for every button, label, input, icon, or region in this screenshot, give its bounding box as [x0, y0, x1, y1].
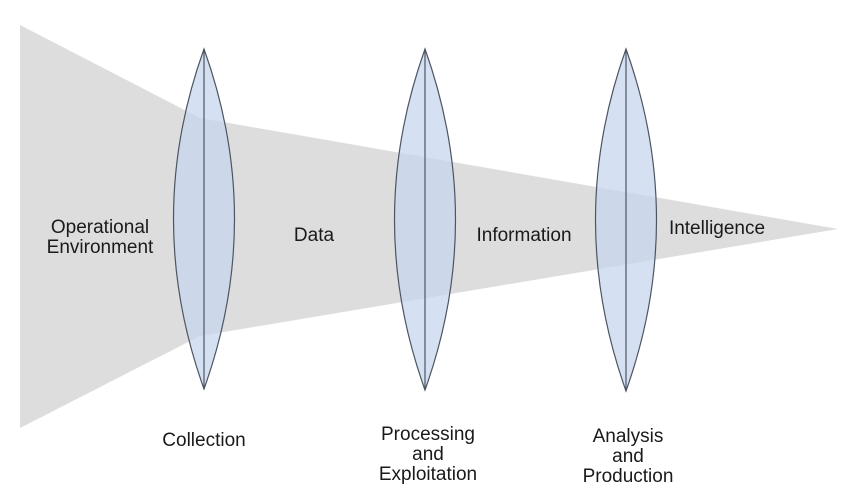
- zone-label-intelligence: Intelligence: [668, 218, 766, 239]
- stage-label-processing-exploitation-line-1: Processing: [381, 424, 475, 445]
- zone-label-operational-environment: Operational Environment: [20, 218, 180, 258]
- zone-label-operational-environment-line-2: Environment: [46, 237, 154, 258]
- stage-label-analysis-production-line-2: and: [612, 446, 644, 467]
- zone-label-information: Information: [476, 225, 572, 246]
- lens-processing-exploitation: [393, 47, 457, 392]
- stage-label-analysis-production: Analysis and Production: [548, 427, 708, 487]
- stage-label-processing-exploitation: Processing and Exploitation: [348, 425, 508, 485]
- lens-analysis-production: [594, 47, 658, 393]
- stage-label-analysis-production-line-3: Production: [582, 466, 674, 487]
- stage-label-analysis-production-line-1: Analysis: [592, 426, 664, 447]
- lens-collection: [172, 47, 236, 391]
- zone-label-operational-environment-line-1: Operational: [50, 217, 150, 238]
- stage-label-collection-line-1: Collection: [162, 430, 246, 451]
- stage-label-collection: Collection: [124, 431, 284, 451]
- zone-label-data: Data: [293, 225, 335, 246]
- stage-label-processing-exploitation-line-3: Exploitation: [378, 464, 478, 485]
- stage-label-processing-exploitation-line-2: and: [412, 444, 444, 465]
